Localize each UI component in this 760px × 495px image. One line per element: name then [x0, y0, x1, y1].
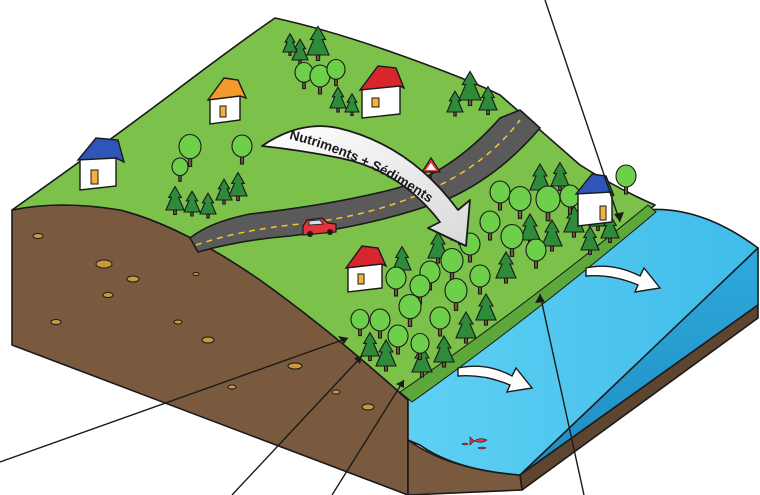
deciduous-tree-icon: [398, 293, 422, 327]
conifer-tree-icon: [600, 213, 620, 244]
conifer-tree-icon: [360, 331, 380, 362]
deciduous-tree-icon: [231, 134, 253, 165]
conifer-tree-icon: [478, 85, 498, 116]
deciduous-tree-icon: [387, 324, 409, 355]
pointer-line-soil: [0, 337, 349, 463]
car-icon: [302, 217, 337, 237]
road-sign-icon: [420, 156, 442, 183]
conifer-tree-icon: [411, 344, 433, 378]
deciduous-tree-icon: [326, 58, 346, 87]
conifer-tree-icon: [475, 292, 497, 326]
pointer-heads: [338, 212, 624, 388]
riverbank-grass: [399, 204, 657, 403]
conifer-tree-icon: [199, 192, 217, 219]
house-icon-blue-right: [574, 173, 615, 227]
deciduous-tree-icon: [559, 184, 581, 215]
conifer-tree-icon: [375, 338, 397, 372]
pointer-line-riverbank: [539, 293, 585, 495]
conifer-tree-icon: [306, 25, 330, 62]
deciduous-tree-icon: [350, 308, 370, 337]
water-current-arrow-2: [457, 365, 534, 393]
conifer-tree-icon: [541, 218, 563, 252]
pointer-line-forest-right: [331, 379, 405, 495]
water-current-arrow-1: [585, 265, 662, 293]
conifer-tree-icon: [215, 178, 233, 205]
soil-under-water: [407, 439, 523, 495]
deciduous-tree-icon: [409, 274, 431, 305]
deciduous-tree-icon: [469, 264, 491, 295]
conifer-tree-icon: [458, 70, 482, 107]
deciduous-tree-icon: [444, 277, 468, 311]
deciduous-tree-icon: [429, 306, 451, 337]
conifer-tree-icon: [282, 32, 298, 57]
house-icon-red-bottom: [344, 245, 388, 293]
conifer-tree-icon: [495, 250, 517, 284]
road: [189, 109, 541, 253]
conifer-tree-icon: [183, 190, 201, 217]
deciduous-tree-icon: [500, 223, 524, 257]
deciduous-tree-icon: [440, 247, 464, 281]
conifer-tree-icon: [427, 230, 449, 264]
soil-pebbles: [32, 233, 375, 411]
house-icon-orange: [206, 77, 248, 125]
deciduous-tree-icon: [385, 266, 407, 297]
deciduous-tree-icon: [479, 210, 501, 241]
conifer-tree-icon: [433, 334, 455, 368]
conifer-tree-icon: [344, 92, 360, 117]
deciduous-tree-icon: [171, 157, 189, 182]
conifer-tree-icon: [329, 86, 347, 113]
house-icon-blue-left: [76, 137, 126, 191]
conifer-tree-icon: [165, 185, 185, 216]
conifer-tree-icon: [580, 225, 600, 256]
conifer-tree-icon: [446, 90, 464, 117]
deciduous-tree-icon: [489, 180, 511, 211]
pointer-lines: [0, 0, 621, 495]
deciduous-tree-icon: [508, 185, 532, 219]
deciduous-tree-icon: [525, 238, 547, 269]
conifer-tree-icon: [455, 310, 477, 344]
house-icon-red-top: [358, 65, 406, 119]
pointer-line-forest-left: [231, 355, 363, 495]
fish-icon: [461, 436, 488, 450]
pointer-line-top: [544, 0, 621, 223]
deciduous-tree-icon: [369, 308, 391, 339]
deciduous-tree-icon: [178, 133, 202, 167]
deciduous-tree-icon: [615, 164, 637, 195]
deciduous-tree-icon: [294, 61, 314, 90]
road-centerline: [195, 119, 521, 246]
deciduous-tree-icon: [535, 185, 561, 222]
deciduous-tree-icon: [410, 332, 430, 361]
conifer-tree-icon: [550, 161, 570, 192]
conifer-tree-icon: [228, 171, 248, 202]
